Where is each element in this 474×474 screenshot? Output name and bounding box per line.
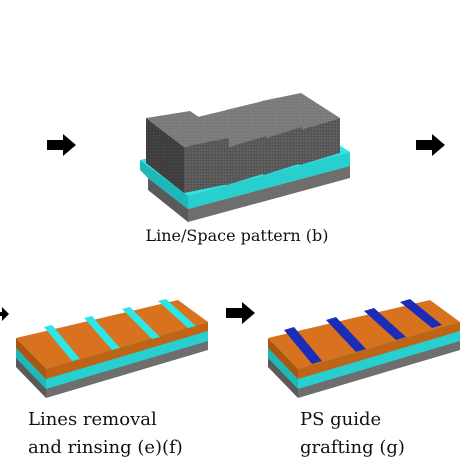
removal-stack (16, 299, 208, 398)
ps-guide-stripe (364, 308, 406, 340)
ps-guide-stripe (400, 299, 442, 328)
orange-film (16, 300, 208, 369)
substrate-left-face (148, 178, 188, 222)
grafting-stack (268, 299, 460, 398)
substrate-front-face (298, 340, 460, 398)
trench (122, 307, 160, 339)
arrow-right-icon (0, 307, 9, 321)
substrate-front-face (188, 166, 350, 222)
resist-line (146, 111, 229, 193)
substrate-left-face (16, 357, 46, 398)
line-space-stack (140, 93, 350, 222)
trench (158, 299, 196, 328)
orange-film (268, 300, 460, 369)
ps-guide-stripe (326, 317, 366, 352)
caption-grafting: grafting (g) (300, 437, 405, 458)
substrate-left-face (268, 357, 298, 398)
arrow-right-icon (226, 302, 255, 324)
trench (44, 325, 80, 361)
underlayer-left-face (140, 160, 188, 209)
arrow-right-icon (47, 134, 76, 156)
arrow-right-icon (416, 134, 445, 156)
caption-line-space-pattern: Line/Space pattern (b) (145, 226, 329, 245)
caption-lines-removal: Lines removal (28, 409, 157, 430)
caption-ps-guide: PS guide (300, 409, 382, 430)
ps-guide-stripe (284, 327, 322, 364)
trench (84, 316, 120, 350)
underlayer-front-face (188, 152, 350, 209)
substrate-front-face (46, 340, 208, 398)
caption-rinsing: and rinsing (e)(f) (28, 437, 183, 458)
